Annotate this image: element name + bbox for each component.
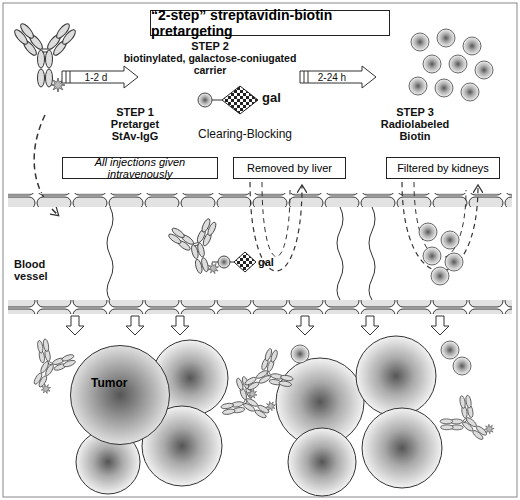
extravasation-arrows — [66, 316, 449, 335]
time-label: 2-24 h — [304, 72, 360, 84]
clearing-agent — [198, 86, 258, 114]
agent-label: Pretarget StAv-IgG — [100, 118, 170, 142]
step-label: STEP 3 — [380, 106, 450, 118]
bound-complex — [165, 215, 256, 283]
tumor-cell: Tumor — [70, 345, 170, 445]
kidney-path — [402, 182, 478, 285]
note-box: Filtered by kidneys — [386, 157, 500, 179]
agent-label: Radiolabeled Biotin — [370, 118, 460, 142]
step-label: STEP 2 — [180, 40, 240, 52]
note-box: Removed by liver — [233, 157, 346, 179]
gal-label: gal — [258, 256, 288, 268]
node-text: All injections given intravenously — [63, 156, 217, 180]
liver-path — [250, 182, 302, 271]
node-text: Filtered by kidneys — [397, 162, 489, 174]
phase-label: Clearing-Blocking — [180, 128, 310, 140]
vessel-label: Blood vessel — [14, 258, 59, 282]
title-text: “2-step” streptavidin-biotin pretargetin… — [151, 7, 389, 39]
time-label: 1-2 d — [68, 72, 124, 84]
node-text: Removed by liver — [247, 162, 332, 174]
gal-label: gal — [262, 92, 292, 104]
biotin-cluster — [409, 29, 493, 101]
title-box: “2-step” streptavidin-biotin pretargetin… — [150, 10, 390, 36]
frame — [3, 3, 517, 497]
node-text: Tumor — [91, 376, 127, 390]
note-box: All injections given intravenously — [62, 157, 218, 179]
tumor-antibodies — [16, 335, 502, 457]
step-label: STEP 1 — [100, 106, 170, 118]
agent-label: biotinylated, galactose-coniugated carri… — [120, 52, 300, 76]
